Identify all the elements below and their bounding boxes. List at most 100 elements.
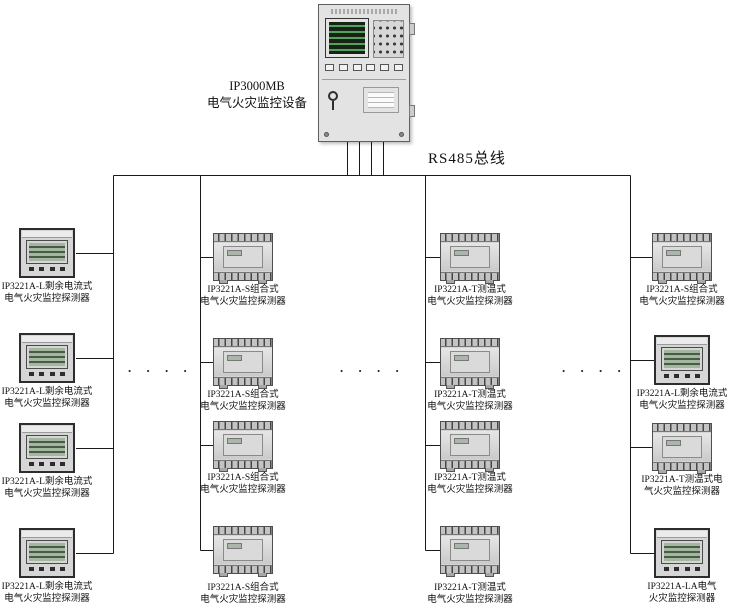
meter-buttons	[21, 459, 73, 466]
meter-buttons	[21, 369, 73, 376]
module-front-panel	[450, 434, 490, 456]
label-line2: 电气火灾监控探测器	[427, 485, 513, 495]
detector-meter	[19, 333, 75, 383]
detector-label: IP3221A-LA电气 火灾监控探测器	[622, 581, 742, 605]
label-line1: IP3221A-L剩余电流式	[1, 282, 93, 292]
module-foot	[485, 573, 494, 577]
module-indicator	[454, 438, 469, 444]
module-terminals-top	[214, 422, 272, 430]
detector-module	[652, 423, 712, 474]
module-terminals-bottom	[214, 565, 272, 573]
label-line2: 电气火灾监控探测器	[427, 402, 513, 412]
meter-lcd	[26, 435, 68, 459]
label-line1: IP3221A-L剩余电流式	[1, 477, 93, 487]
panel-button-row	[325, 64, 403, 71]
label-line1: IP3221A-L剩余电流式	[1, 582, 93, 592]
module-foot	[219, 573, 228, 577]
continuation-dots: . . . .	[128, 360, 193, 375]
meter-top-strip	[657, 531, 707, 538]
continuation-dots: . . . .	[340, 360, 405, 375]
control-panel	[318, 4, 415, 142]
module-terminals-bottom	[441, 460, 499, 468]
module-foot	[446, 468, 455, 472]
panel-screw	[324, 132, 329, 137]
label-line2: 气火灾监控探测器	[643, 487, 720, 497]
module-foot	[258, 280, 267, 284]
panel-hinge	[409, 23, 415, 35]
detector-meter	[654, 528, 710, 578]
label-line1: IP3221A-T测温式	[434, 390, 506, 400]
module-terminals-bottom	[214, 377, 272, 385]
module-indicator	[454, 250, 469, 256]
module-body	[441, 536, 499, 564]
label-line1: IP3221A-S组合式	[207, 390, 279, 400]
module-foot	[658, 280, 667, 284]
panel-lock-icon	[328, 91, 338, 110]
module-terminals-bottom	[441, 565, 499, 573]
label-line2: 电气火灾监控探测器	[4, 489, 90, 499]
detector-module	[213, 233, 273, 284]
module-terminals-top	[653, 424, 711, 432]
module-body	[441, 348, 499, 376]
detector-meter	[19, 228, 75, 278]
label-line2: 电气火灾监控探测器	[4, 294, 90, 304]
meter-lcd	[26, 540, 68, 564]
module-body	[214, 243, 272, 271]
module-terminals-top	[441, 234, 499, 242]
module-indicator	[227, 250, 242, 256]
module-foot	[258, 573, 267, 577]
detector-module	[213, 338, 273, 389]
label-line1: IP3221A-LA电气	[647, 582, 717, 592]
panel-stub-lines	[347, 142, 384, 175]
module-foot	[258, 385, 267, 389]
module-foot	[446, 280, 455, 284]
module-body	[653, 433, 711, 461]
detector-label: IP3221A-T测温式电 气火灾监控探测器	[622, 474, 742, 498]
meter-top-strip	[22, 531, 72, 538]
label-line2: 电气火灾监控探测器	[639, 297, 725, 307]
panel-keypad	[373, 20, 404, 58]
module-foot	[219, 385, 228, 389]
label-line2: 电气火灾监控探测器	[639, 401, 725, 411]
module-front-panel	[450, 246, 490, 268]
meter-top-strip	[22, 426, 72, 433]
module-terminals-bottom	[214, 272, 272, 280]
detector-module	[440, 526, 500, 577]
module-front-panel	[450, 351, 490, 373]
module-front-panel	[223, 539, 263, 561]
label-line2: 电气火灾监控探测器	[200, 485, 286, 495]
module-terminals-top	[214, 234, 272, 242]
label-line2: 电气火灾监控探测器	[200, 297, 286, 307]
panel-hinge	[409, 105, 415, 117]
module-body	[441, 431, 499, 459]
detector-label: IP3221A-T测温式 电气火灾监控探测器	[410, 582, 530, 606]
detector-label: IP3221A-L剩余电流式 电气火灾监控探测器	[0, 476, 104, 500]
detector-label: IP3221A-S组合式 电气火灾监控探测器	[183, 389, 303, 413]
module-terminals-top	[441, 527, 499, 535]
detector-label: IP3221A-L剩余电流式 电气火灾监控探测器	[0, 386, 104, 410]
module-terminals-bottom	[653, 272, 711, 280]
module-indicator	[454, 355, 469, 361]
detector-label: IP3221A-T测温式 电气火灾监控探测器	[410, 389, 530, 413]
module-terminals-top	[214, 527, 272, 535]
module-terminals-bottom	[653, 462, 711, 470]
rs485-bus-label: RS485总线	[428, 151, 506, 167]
label-line1: IP3221A-S组合式	[646, 285, 718, 295]
label-line1: IP3221A-L剩余电流式	[636, 389, 728, 399]
detector-label: IP3221A-L剩余电流式 电气火灾监控探测器	[0, 281, 104, 305]
meter-top-strip	[22, 336, 72, 343]
meter-top-strip	[22, 231, 72, 238]
module-indicator	[227, 355, 242, 361]
panel-caption: IP3000MB 电气火灾监控设备	[202, 78, 312, 112]
column2-branch-lines	[200, 175, 214, 551]
module-body	[441, 243, 499, 271]
panel-name-text: 电气火灾监控设备	[206, 96, 307, 110]
label-line2: 电气火灾监控探测器	[200, 595, 286, 605]
panel-screw	[399, 132, 404, 137]
module-foot	[485, 468, 494, 472]
meter-top-strip	[657, 338, 707, 345]
detector-meter	[654, 335, 710, 385]
detector-label: IP3221A-L剩余电流式 电气火灾监控探测器	[622, 388, 742, 412]
detector-label: IP3221A-S组合式 电气火灾监控探测器	[622, 284, 742, 308]
